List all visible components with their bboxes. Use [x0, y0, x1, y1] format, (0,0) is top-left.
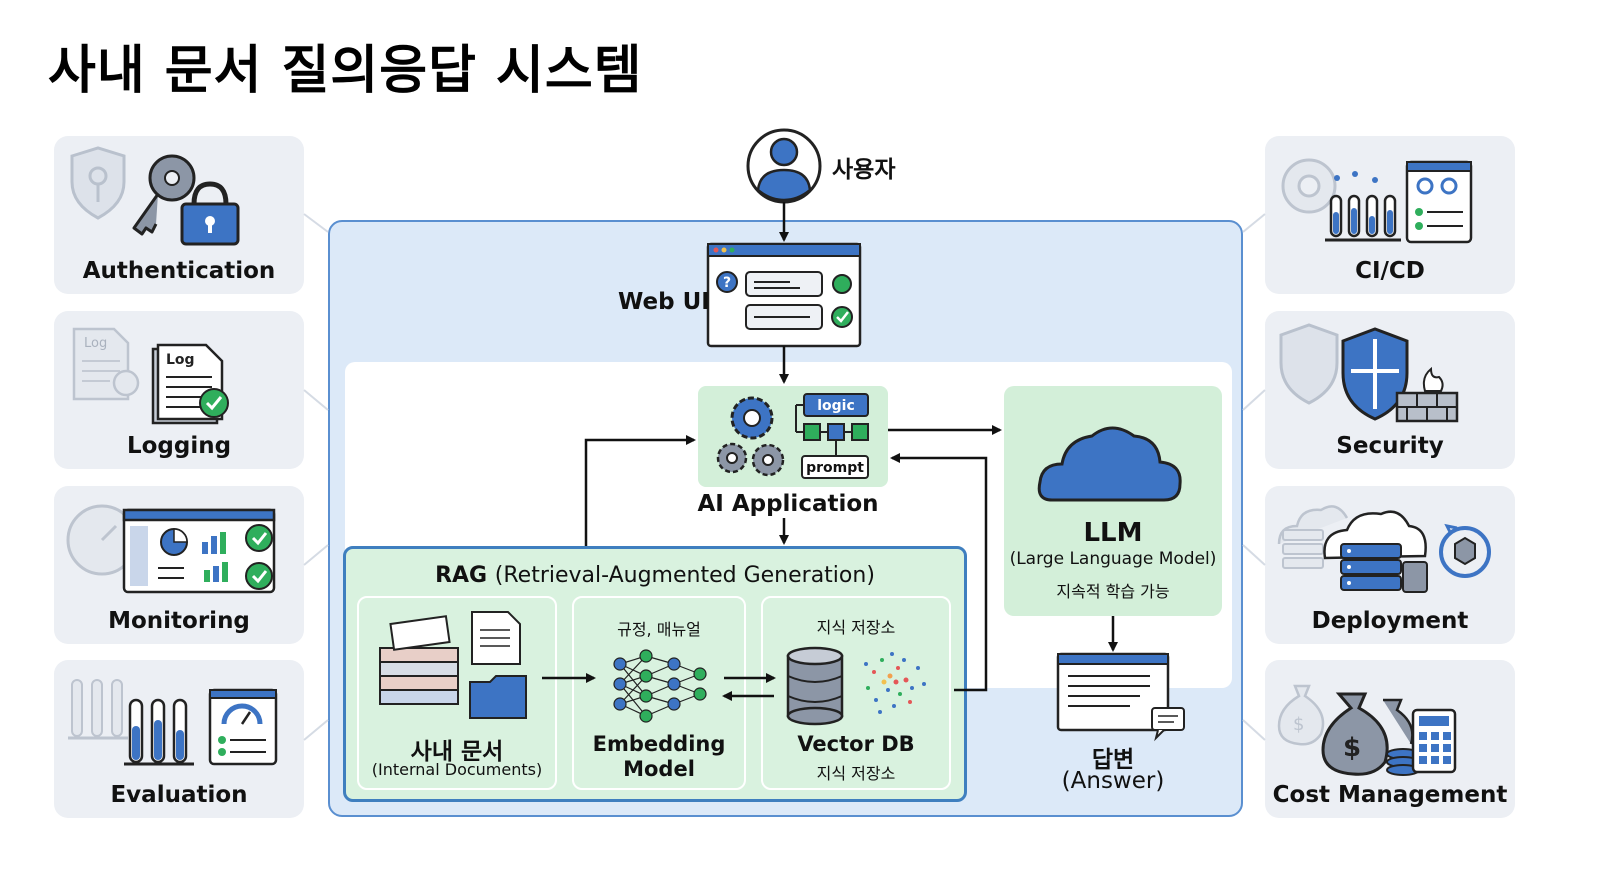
log-document-icon: Log Log [72, 327, 229, 425]
cicd-card[interactable]: CI/CD [1265, 136, 1515, 294]
embedding-label-line1: Embedding [592, 732, 726, 756]
money-bag-calculator-icon: $ $ [1277, 684, 1457, 776]
security-label: Security [1336, 433, 1444, 459]
neural-network-icon [613, 649, 707, 723]
evaluation-card[interactable]: Evaluation [54, 660, 304, 818]
key-lock-icon [70, 146, 240, 246]
side-connectors [303, 213, 1266, 741]
vector-scatter-icon [864, 652, 926, 714]
logging-card[interactable]: Log Log Logging [54, 311, 304, 469]
vector-top-label: 지식 저장소 [816, 618, 896, 637]
test-tubes-gauge-icon [68, 679, 278, 766]
log-tag: Log [166, 352, 195, 368]
answer-label: 답변 [1091, 747, 1135, 773]
vector-db-sublabel: 지식 저장소 [816, 764, 896, 783]
cloud-server-icon [1277, 505, 1491, 593]
logging-label: Logging [126, 433, 232, 459]
prompt-tag: prompt [806, 460, 864, 476]
llm-subtitle: (Large Language Model) [1009, 549, 1217, 569]
security-card[interactable]: Security [1265, 311, 1515, 469]
deployment-card[interactable]: Deployment [1265, 486, 1515, 644]
logic-flow-icon [795, 393, 869, 479]
embedding-label-line2: Model [623, 757, 695, 781]
pipeline-icon [1281, 158, 1473, 244]
ai-application-label: AI Application [697, 491, 879, 517]
rag-title: RAG (Retrieval-Augmented Generation) [435, 563, 875, 588]
page-title: 사내 문서 질의응답 시스템 [48, 41, 643, 101]
authentication-card[interactable]: Authentication [54, 136, 304, 294]
llm-note: 지속적 학습 가능 [1056, 582, 1170, 601]
internal-docs-label: 사내 문서 [410, 739, 504, 765]
cost-management-label: Cost Management [1272, 782, 1508, 808]
deployment-label: Deployment [1311, 608, 1469, 634]
vector-db-label: Vector DB [797, 732, 915, 756]
web-ui-window-icon [706, 242, 862, 348]
llm-title: LLM [1083, 518, 1143, 548]
question-mark-icon: ? [723, 275, 731, 291]
internal-docs-sublabel: (Internal Documents) [371, 760, 543, 779]
log-tag-faded: Log [84, 336, 107, 351]
gear-icon [716, 396, 785, 477]
authentication-label: Authentication [82, 258, 276, 284]
documents-stack-icon [379, 611, 527, 719]
monitoring-label: Monitoring [108, 608, 250, 634]
svg-text:$: $ [1293, 714, 1304, 735]
user-icon [746, 128, 822, 204]
dashboard-icon [66, 504, 276, 594]
cicd-label: CI/CD [1355, 258, 1425, 284]
answer-sublabel: (Answer) [1061, 768, 1165, 794]
answer-document-icon [1056, 652, 1185, 742]
logic-tag: logic [817, 398, 855, 414]
shield-firewall-icon [1279, 323, 1459, 423]
user-label: 사용자 [832, 157, 896, 183]
cost-management-card[interactable]: $ $ Cost Management [1265, 660, 1515, 818]
embedding-top-label: 규정, 매뉴얼 [617, 620, 701, 639]
web-ui-bubble-text: ? [1046, 276, 1047, 277]
database-icon [786, 646, 844, 726]
flow-arrows [542, 202, 1118, 701]
monitoring-card[interactable]: Monitoring [54, 486, 304, 644]
embedding-model-box[interactable] [572, 596, 746, 790]
svg-text:$: $ [1343, 733, 1361, 763]
web-ui-label[interactable]: Web UI [618, 289, 710, 315]
cloud-icon [1037, 426, 1182, 502]
evaluation-label: Evaluation [110, 782, 248, 808]
